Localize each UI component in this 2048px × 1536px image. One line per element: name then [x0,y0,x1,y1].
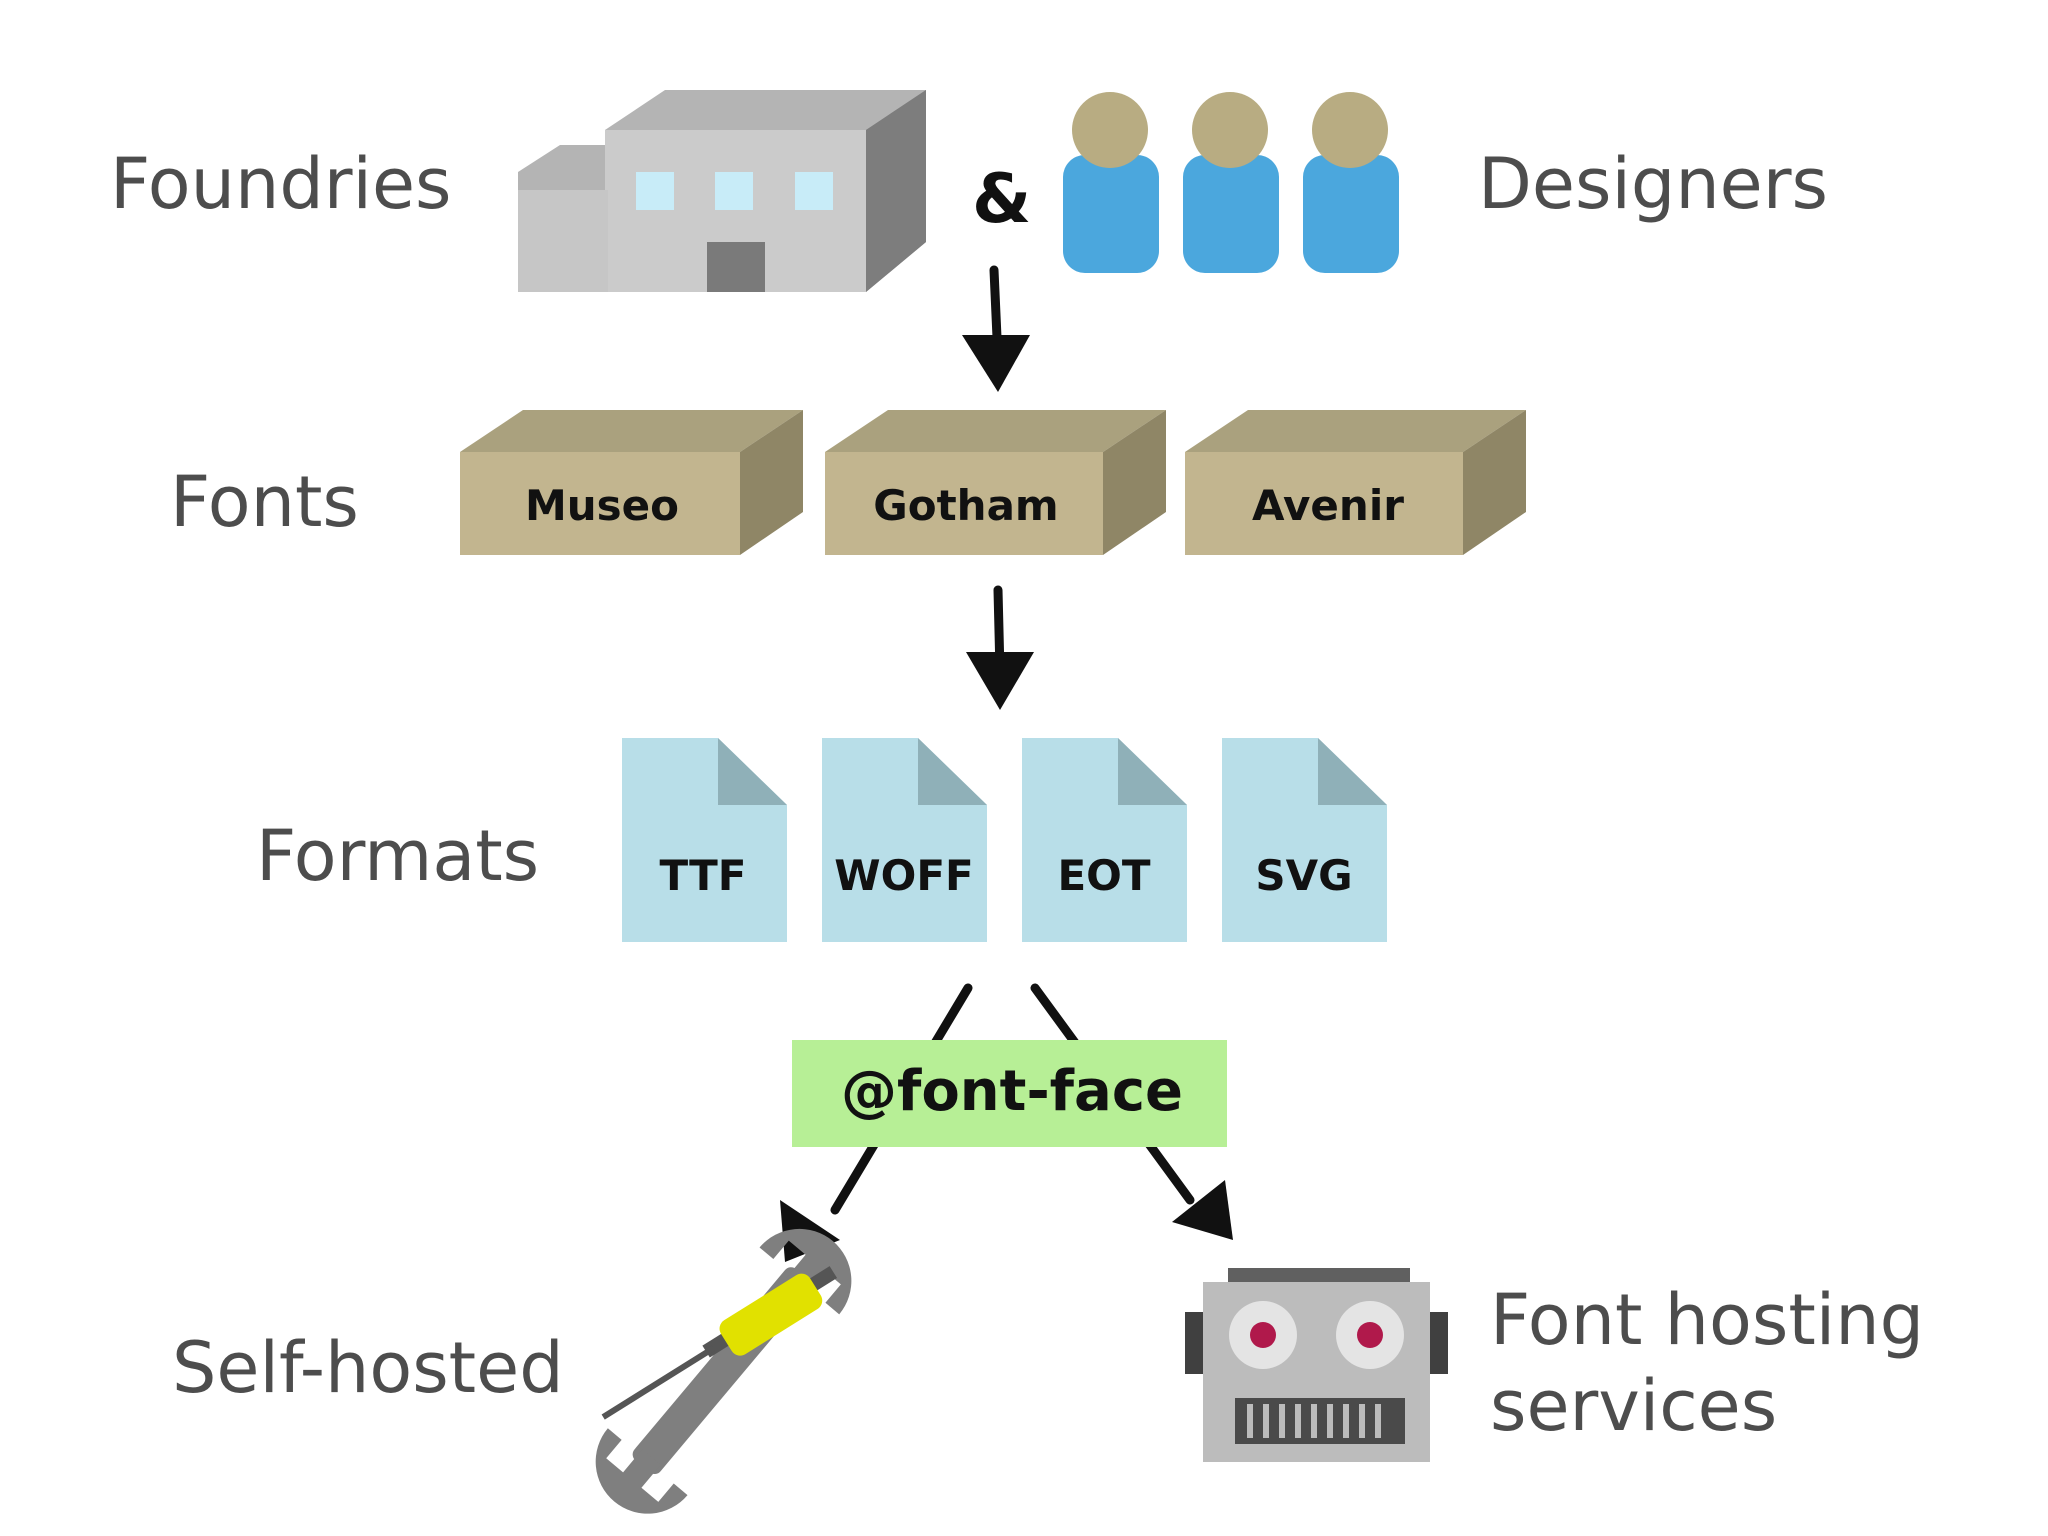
font-box-3: Avenir [1185,410,1526,555]
label-formats: Formats [256,815,539,897]
person-3-icon [1303,92,1399,273]
wrench-screwdriver-icon [595,1228,852,1514]
font-box-2: Gotham [825,410,1166,555]
label-self-hosted: Self-hosted [172,1327,564,1409]
font-box-1: Museo [460,410,803,555]
format-label-1: TTF [660,851,747,900]
people-icon [1063,92,1399,273]
fontface-box: @font-face [792,1040,1227,1147]
format-file-1: TTF [622,738,787,942]
font-label-3: Avenir [1252,481,1404,530]
label-designers: Designers [1478,143,1828,225]
person-2-icon [1183,92,1279,273]
fontface-label: @font-face [841,1059,1183,1124]
label-services: services [1490,1365,1777,1447]
person-1-icon [1063,92,1159,273]
building-icon [518,90,926,292]
robot-icon [1185,1268,1448,1462]
font-label-2: Gotham [873,481,1058,530]
arrow-down-1 [962,265,1030,392]
ampersand: & [972,160,1031,239]
arrow-down-2 [966,585,1034,710]
format-label-3: EOT [1057,851,1150,900]
label-fonts: Fonts [170,461,359,543]
format-file-2: WOFF [822,738,987,942]
format-label-2: WOFF [834,851,973,900]
label-font-hosting: Font hosting [1490,1279,1924,1361]
label-foundries: Foundries [110,143,452,225]
format-label-4: SVG [1255,851,1352,900]
format-file-4: SVG [1222,738,1387,942]
font-label-1: Museo [525,481,679,530]
format-file-3: EOT [1022,738,1187,942]
